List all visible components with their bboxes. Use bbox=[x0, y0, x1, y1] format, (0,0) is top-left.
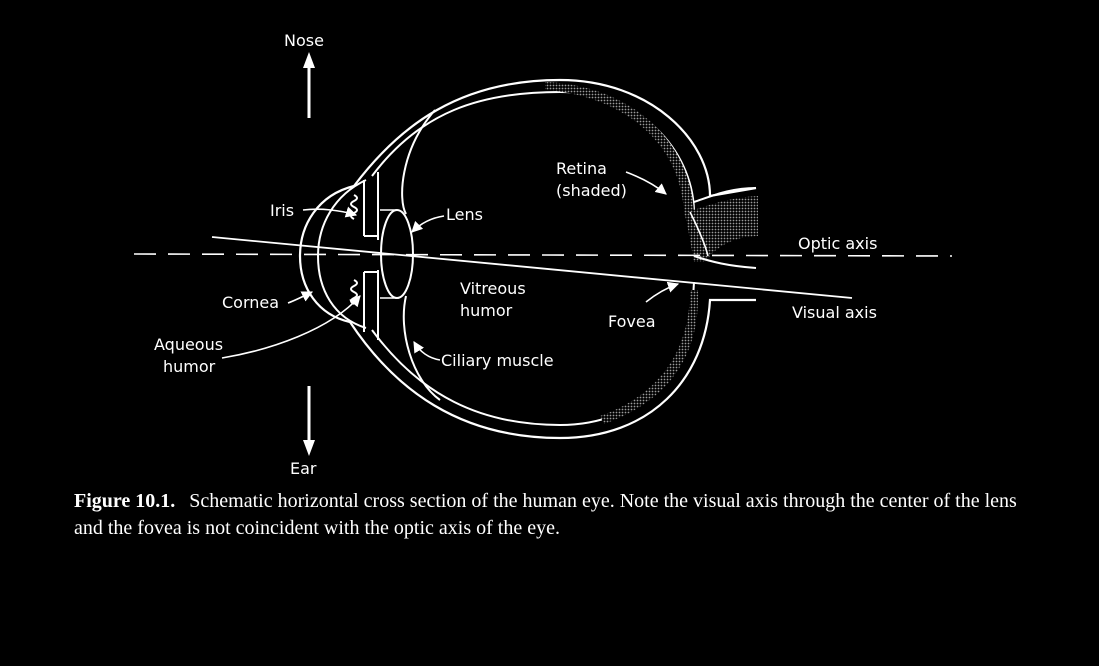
label-aqueous-humor: humor bbox=[163, 357, 216, 376]
iris-upper bbox=[350, 172, 379, 240]
aqueous-leader bbox=[221, 295, 361, 359]
optic-axis-line bbox=[133, 253, 953, 257]
retina-leader bbox=[625, 171, 667, 195]
ear-arrow bbox=[303, 386, 315, 456]
label-iris: Iris bbox=[270, 201, 294, 220]
ciliary-leader bbox=[413, 341, 441, 361]
label-ciliary-muscle: Ciliary muscle bbox=[441, 351, 554, 370]
cornea-leader bbox=[287, 291, 314, 304]
retina-shading bbox=[545, 82, 694, 212]
caption-text: Schematic horizontal cross section of th… bbox=[74, 490, 1017, 539]
cornea-outer bbox=[298, 184, 355, 324]
sclera-inner bbox=[371, 90, 695, 427]
label-visual-axis: Visual axis bbox=[792, 303, 877, 322]
label-retina: Retina bbox=[556, 159, 607, 178]
ciliary-muscle-lower bbox=[402, 295, 441, 401]
lens-leader bbox=[411, 215, 445, 233]
visual-axis-line bbox=[211, 236, 853, 299]
label-optic-axis: Optic axis bbox=[798, 234, 877, 253]
ciliary-muscle-upper bbox=[401, 109, 436, 215]
label-ear: Ear bbox=[290, 459, 317, 478]
label-retina-shaded: (shaded) bbox=[556, 181, 627, 200]
figure-caption: Figure 10.1.Schematic horizontal cross s… bbox=[74, 488, 1034, 542]
label-cornea: Cornea bbox=[222, 293, 279, 312]
optic-nerve bbox=[684, 187, 758, 269]
label-vitreous-humor: humor bbox=[460, 301, 513, 320]
label-aqueous: Aqueous bbox=[154, 335, 223, 354]
iris-leader bbox=[302, 206, 358, 218]
label-nose: Nose bbox=[284, 31, 324, 50]
figure-number: Figure 10.1. bbox=[74, 490, 176, 512]
nose-arrow bbox=[303, 52, 315, 118]
sclera-outer bbox=[349, 78, 757, 440]
label-lens: Lens bbox=[446, 205, 483, 224]
retina-shading-lower bbox=[600, 290, 699, 424]
fovea-leader bbox=[645, 281, 680, 303]
label-vitreous: Vitreous bbox=[460, 279, 526, 298]
label-fovea: Fovea bbox=[608, 312, 656, 331]
